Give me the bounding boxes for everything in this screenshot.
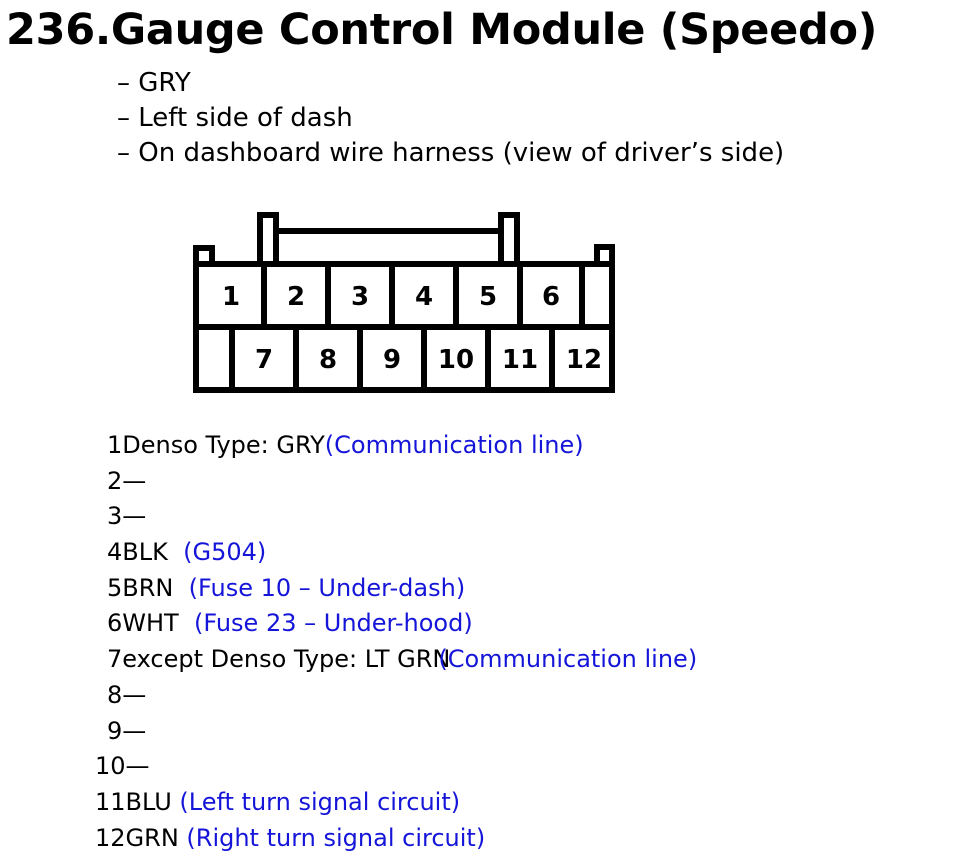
wire-color: BRN [122,573,189,602]
connector-right-tab [594,244,615,264]
pin-description: (Left turn signal circuit) [179,787,461,816]
connector-diagram: 1 2 3 4 5 6 7 8 9 10 11 12 [193,212,615,393]
wire-color: BLK [122,538,184,567]
pin-label: 5 [479,282,497,312]
pin-label: 12 [566,345,602,375]
pin-number: 1 [107,431,123,459]
location-list: GRY Left side of dash On dashboard wire … [117,66,784,171]
connector-harness-item: On dashboard wire harness (view of drive… [117,136,784,171]
pin-number: 12 [95,823,126,852]
pin-description: (Communication line) [324,431,584,459]
pin-number: 9 [107,716,123,745]
pin-label: 6 [542,282,560,312]
pin-label: 1 [222,282,240,312]
wire-color: Denso Type: GRY [122,431,325,459]
pin-label: 10 [438,345,474,375]
pin-number: 10 [95,752,126,781]
pin-label: 8 [319,345,337,375]
pin-number: 4 [107,538,123,567]
wire-color: except Denso Type: LT GRN [122,645,451,674]
pin-number: 5 [107,573,123,602]
wire-color: — [122,680,147,709]
pin-number: 2 [107,466,123,495]
pin-number: 6 [107,609,123,638]
pin-description: (Communication line) [438,645,698,674]
pin-label: 4 [415,282,433,312]
pin-number: 11 [95,787,126,816]
wire-color: BLU [125,787,180,816]
page-title: 236.Gauge Control Module (Speedo) [6,5,878,55]
pin-number: 7 [107,645,123,674]
pin-number: 8 [107,680,123,709]
wire-color: — [122,466,147,495]
wire-color: GRN [125,823,187,852]
pin-label: 3 [351,282,369,312]
pin-number: 3 [107,502,123,531]
wire-color: — [122,716,147,745]
pin-label: 2 [287,282,305,312]
connector-lock-tab [257,212,279,264]
pin-description: (Right turn signal circuit) [186,823,486,852]
wire-color: — [125,752,150,781]
connector-location-item: Left side of dash [117,101,784,136]
connector-color-item: GRY [117,66,784,101]
connector-left-tab [193,245,215,264]
pin-description: (G504) [183,538,267,567]
wire-color: WHT [122,609,194,638]
pin-description: (Fuse 23 – Under-hood) [193,609,473,638]
pin-label: 11 [502,345,538,375]
pin-label: 7 [255,345,273,375]
wire-color: — [122,502,147,531]
pin-description: (Fuse 10 – Under-dash) [188,573,466,602]
pin-label: 9 [383,345,401,375]
